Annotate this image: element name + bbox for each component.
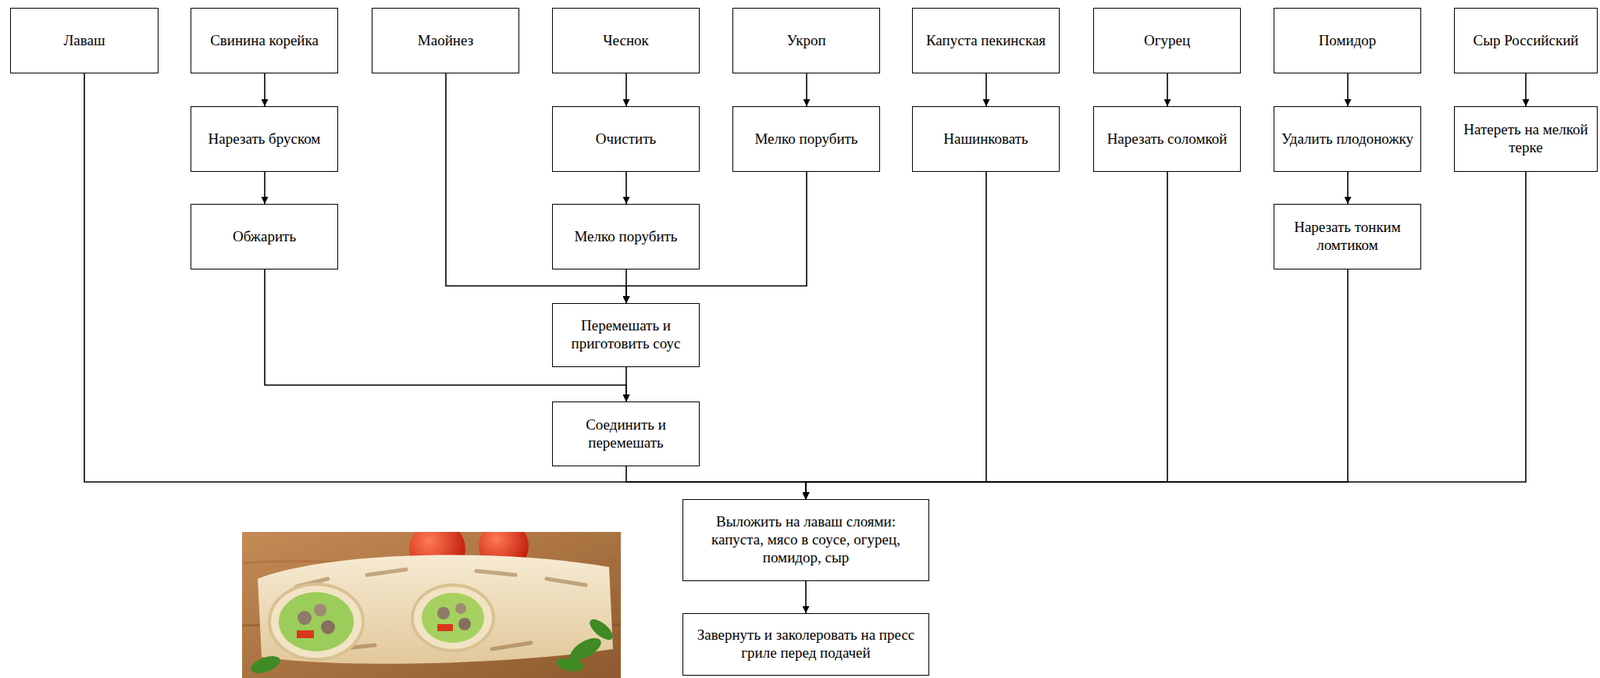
process-box: Лаваш <box>10 7 159 74</box>
flow-arrow <box>805 171 987 499</box>
process-box: Мелко порубить <box>552 203 700 270</box>
box-text: Нарезать соломкой <box>1107 130 1228 149</box>
process-box: Завернуть и заколеровать на пресс гриле … <box>682 612 930 676</box>
flow-arrow <box>805 171 1526 499</box>
box-text: Натереть на мелкой терке <box>1461 121 1591 157</box>
process-box: Удалить плодоножку <box>1273 106 1422 172</box>
process-box: Нашинковать <box>912 106 1060 172</box>
process-box: Обжарить <box>190 203 339 270</box>
flow-arrow <box>84 73 806 499</box>
box-text: Лаваш <box>63 32 105 50</box>
flow-arrow <box>985 73 988 107</box>
process-box: Огурец <box>1093 7 1241 74</box>
box-text: Очистить <box>595 130 656 149</box>
flow-arrow <box>805 171 1168 499</box>
box-text: Сыр Российский <box>1473 32 1579 50</box>
process-box: Соединить и перемешать <box>552 401 700 467</box>
box-text: Обжарить <box>232 228 296 246</box>
shawarma-photo <box>242 531 621 678</box>
box-text: Мелко порубить <box>573 228 678 246</box>
box-text: Соединить и перемешать <box>559 416 693 453</box>
flow-arrow <box>625 73 628 107</box>
box-text: Мелко порубить <box>754 130 858 149</box>
process-box: Укроп <box>732 7 881 74</box>
box-text: Завернуть и заколеровать на пресс гриле … <box>689 626 923 663</box>
flow-arrow <box>805 580 807 613</box>
flow-arrow <box>263 171 266 204</box>
box-text: Капуста пекинская <box>926 32 1046 50</box>
process-box: Нарезать соломкой <box>1093 106 1241 172</box>
flow-arrow <box>626 466 806 499</box>
flow-arrow <box>805 73 808 107</box>
process-box: Чеснок <box>552 7 700 74</box>
process-box: Нарезать тонким ломтиком <box>1273 203 1422 270</box>
box-text: Нарезать бруском <box>208 130 321 149</box>
box-text: Чеснок <box>602 32 649 50</box>
box-text: Помидор <box>1318 32 1377 50</box>
process-box: Свинина корейка <box>190 7 339 74</box>
process-box: Натереть на мелкой терке <box>1453 106 1598 172</box>
process-box: Маойнез <box>371 7 520 74</box>
box-text: Укроп <box>786 32 826 50</box>
process-box: Капуста пекинская <box>912 7 1060 74</box>
flow-arrow <box>1525 73 1527 107</box>
flow-arrow <box>625 171 628 204</box>
box-text: Выложить на лаваш слоями: капуста, мясо … <box>689 513 923 567</box>
process-box: Перемешать и приготовить соус <box>552 302 700 368</box>
box-text: Нашинковать <box>943 130 1029 149</box>
process-box: Нарезать бруском <box>190 106 339 172</box>
box-text: Нарезать тонким ломтиком <box>1280 218 1415 255</box>
box-text: Удалить плодоножку <box>1281 130 1414 149</box>
flow-arrow <box>1166 73 1169 107</box>
flow-arrow <box>1346 73 1349 107</box>
flow-arrow <box>805 269 1348 499</box>
process-box: Сыр Российский <box>1453 7 1598 74</box>
process-box: Помидор <box>1273 7 1422 74</box>
box-text: Перемешать и приготовить соус <box>559 317 693 353</box>
box-text: Свинина корейка <box>210 32 319 50</box>
process-box: Выложить на лаваш слоями: капуста, мясо … <box>682 498 930 581</box>
box-text: Огурец <box>1143 32 1191 50</box>
process-box: Мелко порубить <box>732 106 881 172</box>
flow-arrow <box>1346 171 1349 204</box>
box-text: Маойнез <box>417 32 474 50</box>
flow-arrow <box>625 367 628 402</box>
process-box: Очистить <box>552 106 700 172</box>
flow-arrow <box>263 73 266 107</box>
